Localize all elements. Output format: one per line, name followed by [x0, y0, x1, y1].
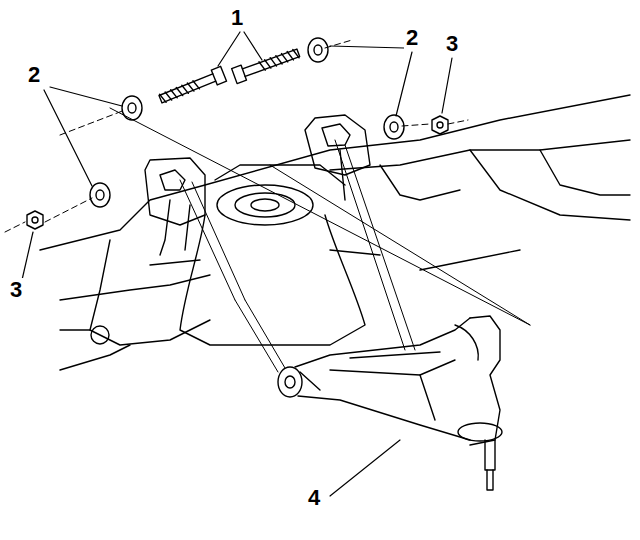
line-art	[150, 260, 200, 265]
line-art	[442, 58, 452, 113]
line-art	[380, 165, 460, 200]
line-art	[396, 52, 412, 116]
callout-number: 2	[26, 63, 42, 87]
line-art	[180, 180, 235, 300]
line-art	[259, 48, 299, 71]
leader-line	[22, 32, 452, 496]
line-art	[218, 32, 240, 66]
line-art	[235, 300, 278, 372]
line-art	[160, 200, 170, 255]
callout-number: 2	[404, 26, 420, 50]
line-art	[330, 140, 630, 170]
line-art	[96, 190, 104, 200]
line-art	[60, 275, 210, 300]
line-art	[128, 103, 136, 113]
line-art	[455, 325, 478, 360]
line-art	[335, 140, 405, 350]
line-art	[420, 375, 435, 420]
line-art	[160, 80, 200, 104]
line-art	[91, 326, 109, 344]
line-art	[45, 198, 92, 222]
line-art	[330, 46, 404, 48]
callout-number: 3	[8, 278, 24, 302]
line-art	[185, 205, 190, 250]
line-art	[50, 87, 122, 106]
line-art	[60, 329, 90, 330]
line-art	[330, 440, 400, 496]
line-art	[470, 150, 630, 220]
line-art	[270, 165, 530, 325]
line-art	[242, 49, 299, 76]
line-art	[305, 115, 370, 175]
line-art	[295, 318, 470, 367]
callout-number: 3	[444, 32, 460, 56]
line-art	[308, 38, 328, 62]
line-art	[384, 115, 404, 139]
line-art	[244, 32, 262, 60]
bolt	[232, 45, 301, 83]
frame-bracket	[145, 158, 205, 255]
line-art	[27, 211, 43, 229]
line-art	[300, 372, 320, 390]
line-art	[5, 222, 25, 232]
frame	[40, 95, 630, 370]
line-art	[215, 165, 345, 185]
line-art	[390, 122, 398, 132]
line-art	[298, 396, 470, 440]
line-art	[22, 232, 33, 280]
spring-tower	[150, 165, 380, 345]
line-art	[110, 108, 530, 325]
callout-number: 4	[306, 486, 322, 510]
line-art	[487, 470, 493, 490]
line-art	[350, 352, 440, 358]
line-art	[40, 95, 630, 250]
frame-bracket	[305, 115, 370, 200]
line-art	[160, 170, 185, 190]
assembly-line	[110, 108, 530, 372]
nut	[27, 116, 448, 229]
line-art	[44, 90, 92, 186]
bolt	[158, 66, 227, 106]
line-art	[437, 122, 443, 128]
line-art	[540, 150, 630, 195]
line-art	[90, 183, 110, 207]
line-art	[402, 124, 430, 126]
line-art	[159, 74, 216, 103]
axis-line	[5, 40, 468, 232]
callout-number: 1	[229, 6, 245, 30]
line-art	[485, 440, 495, 470]
line-art	[432, 116, 448, 134]
line-art	[330, 360, 455, 375]
line-art	[122, 96, 142, 120]
line-art	[60, 345, 130, 370]
control-arm	[278, 316, 502, 490]
line-art	[60, 110, 125, 135]
line-art	[192, 182, 245, 300]
line-art	[245, 300, 285, 368]
line-art	[278, 367, 302, 397]
line-art	[314, 45, 322, 55]
line-art	[448, 120, 468, 124]
line-art	[235, 193, 295, 217]
line-art	[90, 240, 210, 345]
line-art	[285, 376, 295, 388]
line-art	[251, 199, 279, 211]
line-art	[180, 215, 365, 345]
line-art	[32, 217, 38, 223]
line-art	[458, 423, 502, 441]
